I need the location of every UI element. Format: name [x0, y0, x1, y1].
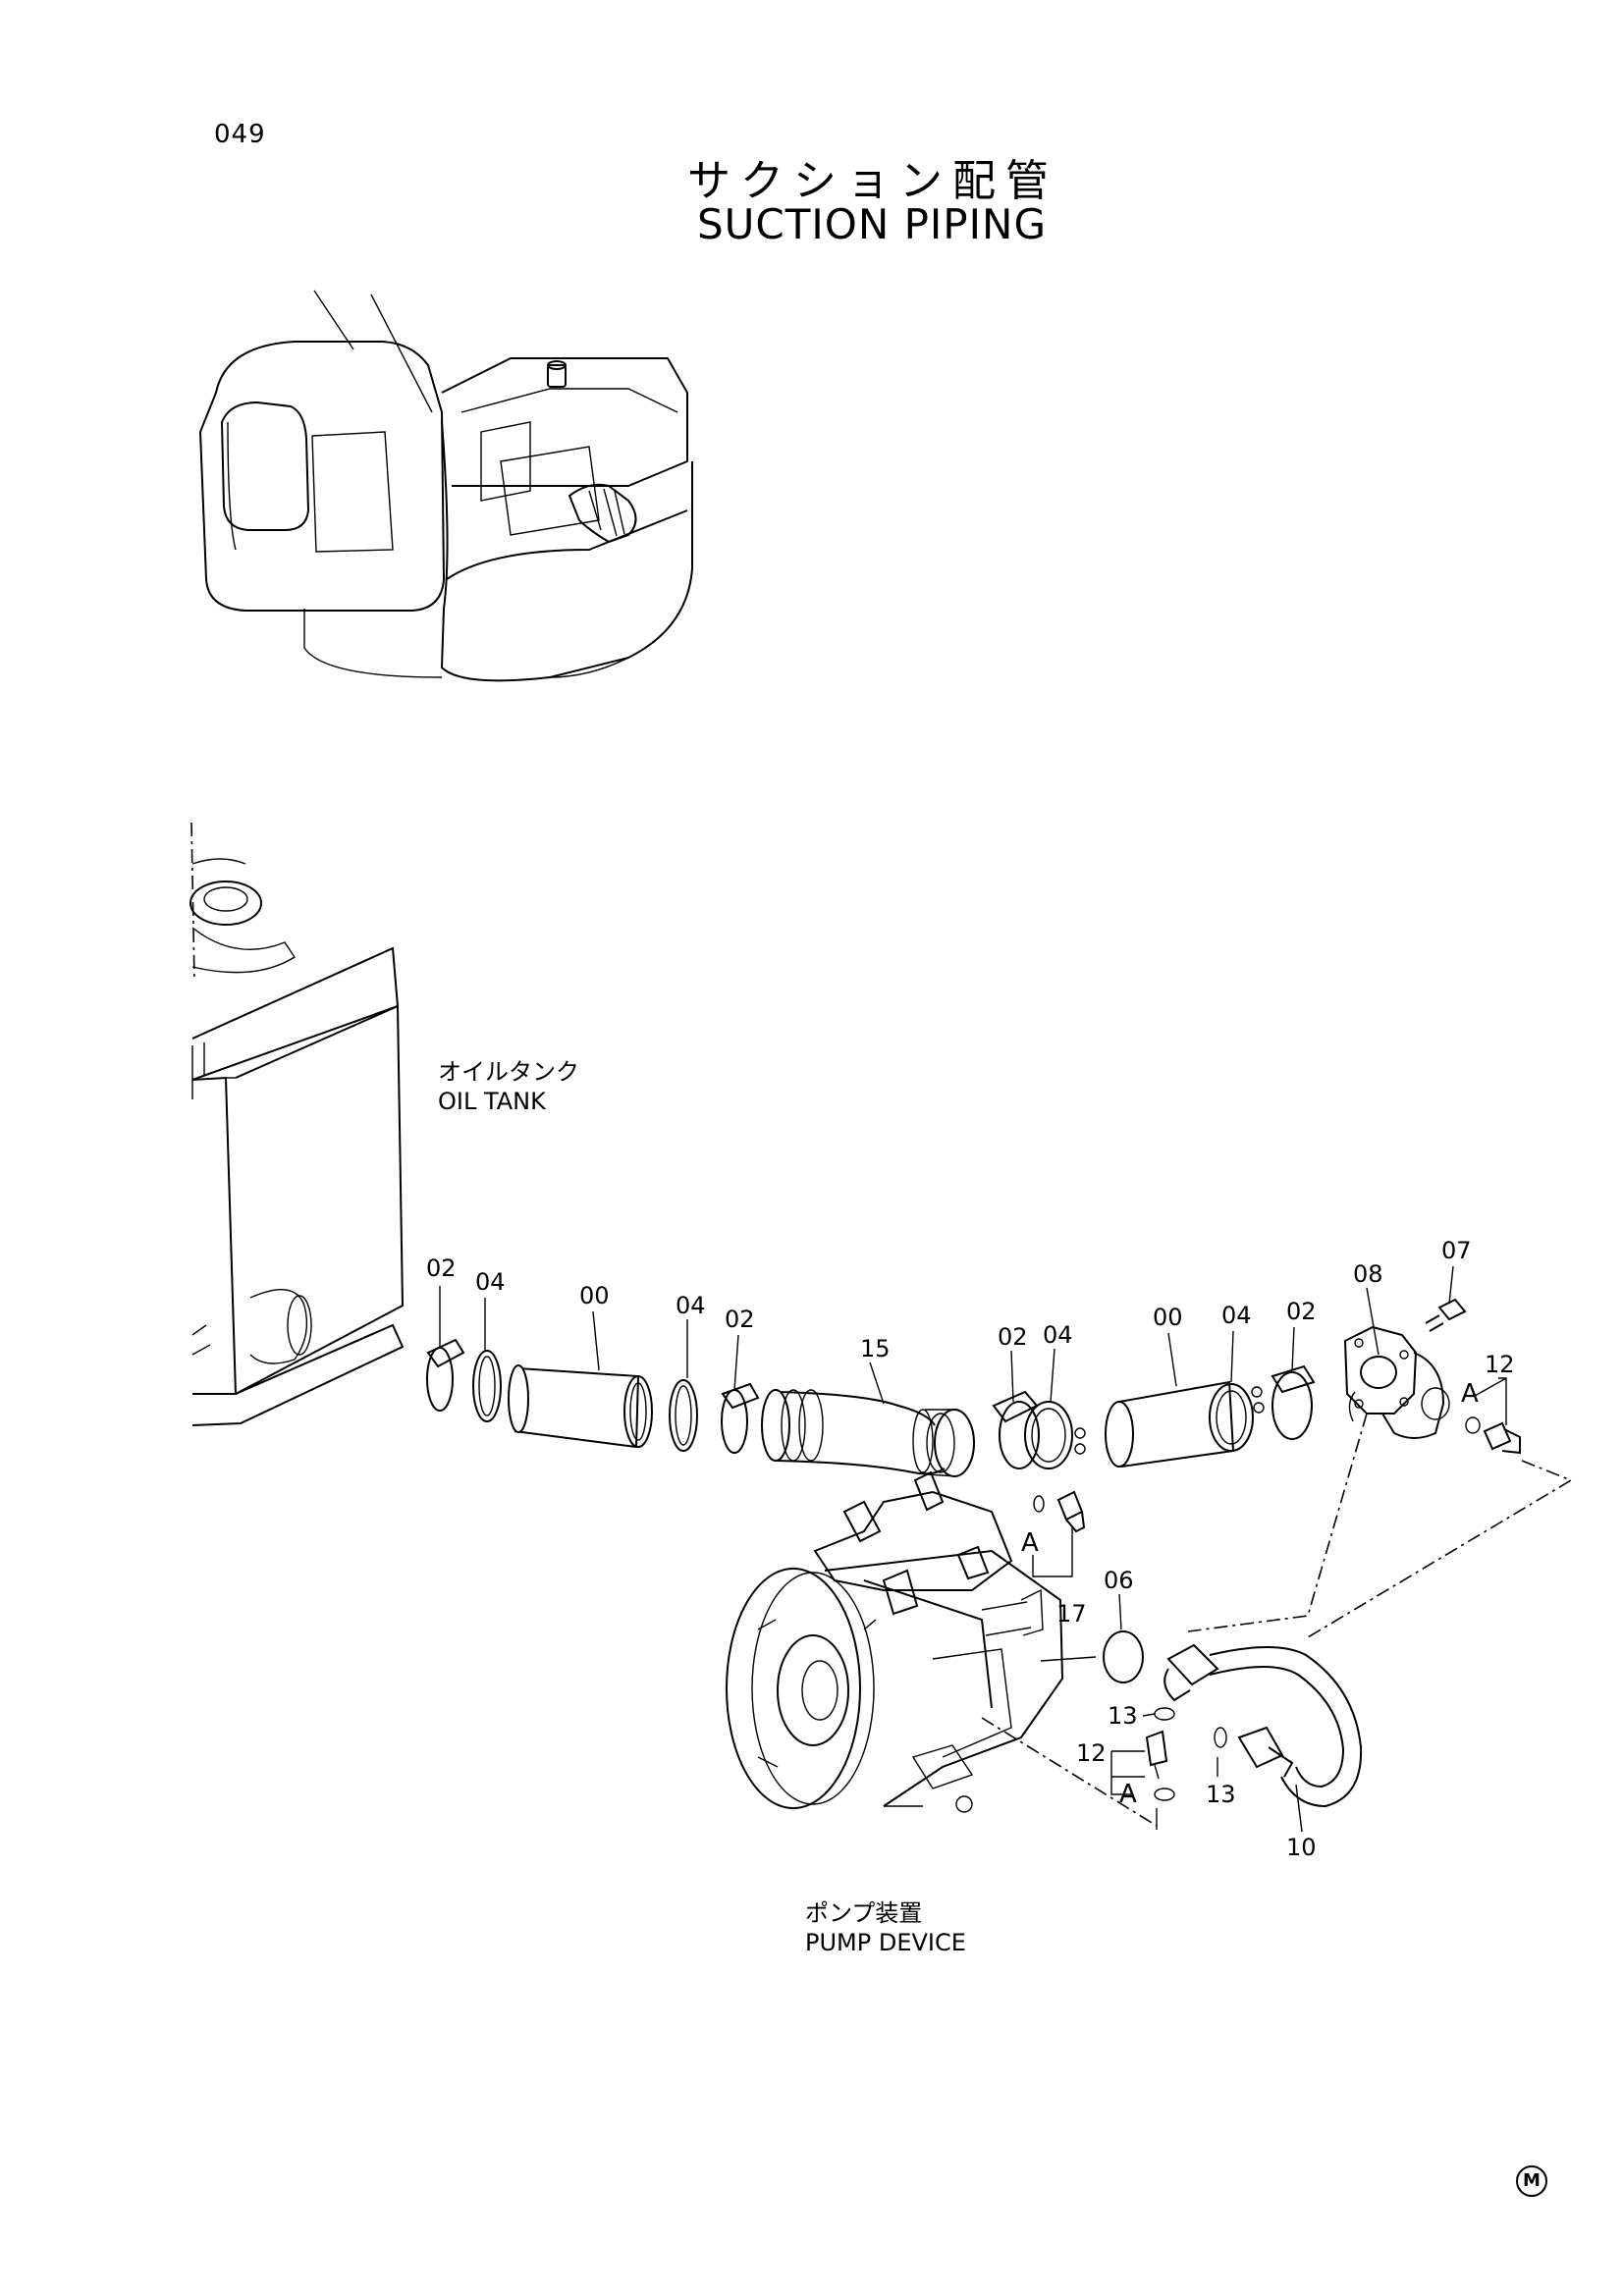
manufacturer-mark: M: [1516, 2165, 1547, 2197]
suction-pipe: [761, 1389, 975, 1477]
callout-clamp-1: 02: [426, 1255, 457, 1282]
title-english: SUCTION PIPING: [697, 200, 1047, 248]
small-fittings: [1033, 1490, 1227, 1801]
page-number: 049: [214, 120, 266, 149]
callout-oring-1: 13: [1108, 1702, 1138, 1730]
title-japanese: サクション配管: [687, 156, 1058, 206]
callout-suction-pipe: 15: [860, 1335, 891, 1362]
callout-band-1: 04: [475, 1268, 506, 1296]
callout-band-2: 04: [676, 1292, 706, 1319]
elbow-flange: [1343, 1325, 1450, 1439]
callout-hose-10: 10: [1286, 1834, 1317, 1861]
callout-view-a-3: A: [1119, 1780, 1137, 1809]
pump-device-label-jp: ポンプ装置: [805, 1899, 923, 1927]
oil-tank-label-jp: オイルタンク: [438, 1058, 579, 1086]
callout-bolt: 07: [1441, 1237, 1472, 1264]
excavator-overview: [198, 290, 693, 682]
callout-view-a-2: A: [1021, 1528, 1039, 1558]
connector-fitting: [1465, 1416, 1521, 1455]
callout-fitting-17: 17: [1056, 1600, 1087, 1628]
leader-lines: [439, 1265, 1507, 1833]
hose-assembly: [1163, 1643, 1363, 1808]
callout-band-4: 04: [1221, 1302, 1252, 1329]
callout-band-3: 04: [1043, 1321, 1073, 1349]
left-hose-assembly: [426, 1338, 760, 1454]
callout-view-a-1: A: [1461, 1379, 1479, 1409]
callout-hose-1: 00: [579, 1282, 610, 1309]
callout-clamp-3: 02: [998, 1323, 1028, 1351]
callout-clamp-4: 02: [1286, 1298, 1317, 1325]
bolt: [1425, 1298, 1467, 1332]
callout-connector-2: 12: [1076, 1739, 1107, 1767]
callout-numbers: 02 04 00 04 02 15 02 04 00 04 02 08 07 1…: [426, 1237, 1515, 1861]
oil-tank-label-en: OIL TANK: [438, 1088, 546, 1115]
callout-hose-2: 00: [1153, 1304, 1183, 1331]
callout-oring-2: 13: [1206, 1781, 1236, 1808]
callout-clamp-2: 02: [725, 1306, 755, 1333]
connection-lines: [981, 1413, 1573, 1830]
oil-tank: [189, 822, 405, 1426]
callout-elbow-flange: 08: [1353, 1260, 1383, 1288]
callout-gasket: 06: [1104, 1567, 1134, 1594]
pump-device: [726, 1470, 1064, 1813]
right-hose-assembly: [992, 1364, 1316, 1469]
pump-device-label-en: PUMP DEVICE: [805, 1929, 966, 1956]
callout-connector-1: 12: [1485, 1351, 1515, 1378]
